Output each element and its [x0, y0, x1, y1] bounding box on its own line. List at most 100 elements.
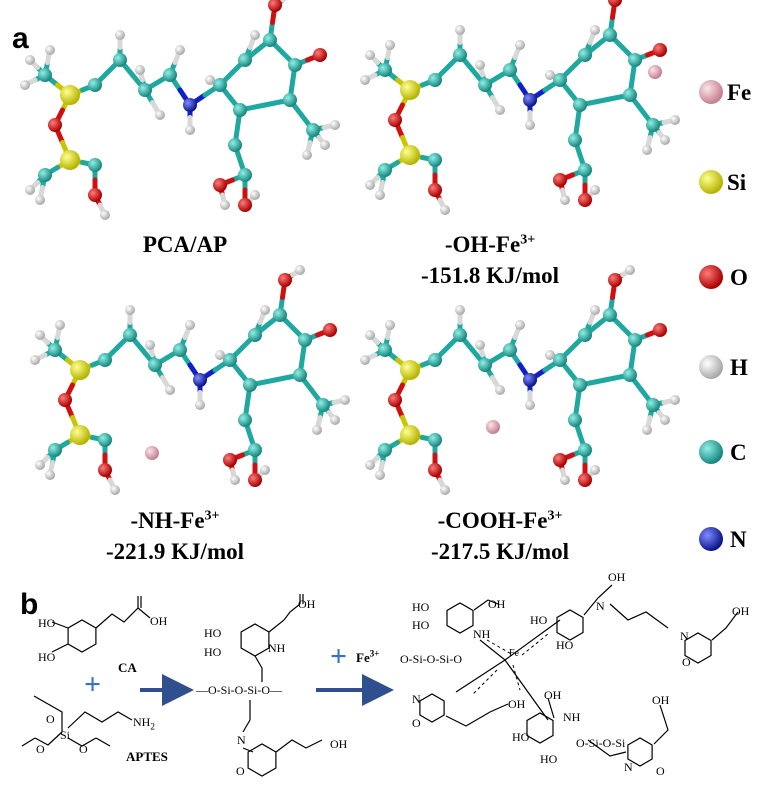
atom-si — [400, 80, 420, 100]
aptes-label: APTES — [126, 749, 168, 764]
atom-h — [215, 350, 225, 360]
atom-c — [578, 163, 592, 177]
atom-o — [313, 48, 327, 62]
atom-h — [115, 30, 125, 40]
atom-c — [98, 433, 112, 447]
atom-si — [60, 85, 80, 105]
atom-c — [453, 48, 467, 62]
c-n-2: N — [680, 629, 689, 643]
c-oh-6: OH — [652, 693, 670, 707]
atom-c — [243, 378, 257, 392]
structure-line — [240, 623, 270, 657]
atom-o — [553, 453, 567, 467]
legend-swatch-si — [699, 170, 723, 194]
caption-pca-ap: PCA/AP — [142, 232, 228, 257]
atom-c — [248, 328, 262, 342]
atom-c — [88, 158, 102, 172]
atom-h — [515, 320, 525, 330]
atom-h — [175, 45, 185, 55]
structure-line — [587, 739, 627, 757]
atom-h — [590, 185, 600, 195]
structure-line — [247, 743, 277, 777]
atom-h — [365, 180, 375, 190]
aptes-si: Si — [60, 728, 71, 742]
structure-line — [254, 655, 263, 682]
c-nh-2: NH — [563, 710, 581, 724]
aptes-nh2: NH2 — [133, 715, 155, 732]
atom-c — [38, 168, 52, 182]
atom-fe — [648, 65, 662, 79]
atom-h — [360, 75, 370, 85]
c-ho-4: HO — [556, 638, 574, 652]
structure-line — [711, 611, 739, 641]
structure-line — [473, 599, 499, 611]
atom-c — [238, 413, 252, 427]
structure-line — [67, 737, 97, 747]
atom-o — [388, 113, 402, 127]
atom-c — [573, 378, 587, 392]
atom-o — [653, 43, 667, 57]
structure-line — [67, 619, 97, 653]
atom-o — [428, 463, 442, 477]
structure-line — [268, 603, 301, 633]
atom-h — [515, 40, 525, 50]
atom-h — [35, 460, 45, 470]
molecule-model-1 — [20, 0, 340, 220]
atom-fe — [486, 420, 500, 434]
atom-o — [58, 393, 72, 407]
atom-c — [378, 163, 392, 177]
atom-h — [260, 305, 270, 315]
c-n-1: N — [596, 599, 605, 613]
aptes-o-right: O — [79, 742, 88, 756]
atom-h — [365, 330, 375, 340]
atom-c — [98, 353, 112, 367]
atom-h — [185, 320, 195, 330]
caption-nh-fe: -NH-Fe3+ — [130, 508, 220, 533]
caption-cooh-fe: -COOH-Fe3+ — [437, 508, 563, 533]
legend-fe: Fe — [727, 80, 752, 105]
atom-c — [228, 138, 242, 152]
atom-o — [98, 463, 112, 477]
atom-h — [495, 105, 505, 115]
legend-n: N — [730, 527, 747, 552]
legend-swatch-c — [699, 440, 723, 464]
c-ho-2: HO — [412, 618, 430, 632]
atom-h — [385, 40, 395, 50]
atom-h — [590, 25, 600, 35]
atom-h — [475, 60, 485, 70]
atom-h — [45, 45, 55, 55]
atom-o — [88, 188, 102, 202]
atom-c — [113, 53, 127, 67]
atom-n — [523, 93, 537, 107]
atom-si — [400, 360, 420, 380]
atom-h — [125, 305, 135, 315]
atom-h — [455, 305, 465, 315]
atom-h — [145, 340, 155, 350]
atom-h — [660, 415, 670, 425]
structure-line — [95, 737, 111, 747]
atom-c — [378, 443, 392, 457]
atom-o — [268, 0, 282, 12]
ca-ho-bottom: HO — [38, 650, 56, 664]
atom-h — [205, 75, 215, 85]
p1-nh: NH — [268, 641, 286, 655]
atom-h — [302, 150, 312, 160]
atom-h — [340, 395, 350, 405]
atom-c — [283, 93, 297, 107]
molecule-model-4 — [360, 265, 680, 495]
atom-c — [38, 68, 52, 82]
energy-oh-fe: -151.8 KJ/mol — [421, 263, 559, 288]
legend-swatch-fe — [699, 80, 723, 104]
atom-c — [603, 308, 617, 322]
atom-c — [628, 333, 642, 347]
atom-c — [223, 353, 237, 367]
structure-line — [275, 739, 323, 753]
structure-line — [446, 602, 474, 634]
structure-line — [21, 737, 36, 747]
p1-oh: OH — [298, 597, 316, 611]
legend-h: H — [730, 355, 748, 380]
atom-c — [578, 443, 592, 457]
atom-o — [608, 0, 622, 7]
atom-o — [213, 178, 227, 192]
atom-c — [233, 103, 247, 117]
